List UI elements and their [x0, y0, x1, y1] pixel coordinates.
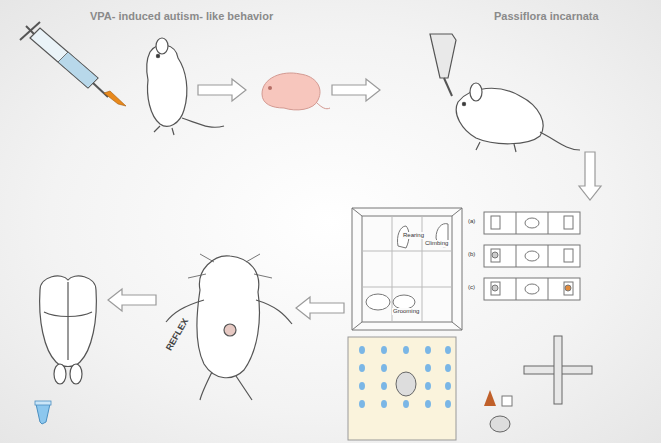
- rat-pup: [262, 73, 330, 110]
- panel-letter: (c): [468, 284, 475, 291]
- sample-tube: [35, 401, 51, 424]
- behavior-label: Rearing: [402, 232, 425, 239]
- panel-heading: Passiflora incarnata: [494, 10, 599, 22]
- flow-arrow: [332, 79, 380, 101]
- flow-arrow: [296, 297, 344, 319]
- hole-board-arena: [348, 337, 456, 440]
- behavior-label: Grooming: [392, 308, 420, 315]
- panel-heading: VPA- induced autism- like behavior: [90, 10, 273, 22]
- flow-arrow: [198, 79, 246, 101]
- drinking-mouse: [430, 34, 580, 152]
- novel-objects: [484, 390, 512, 432]
- reflex-label: REFLEX: [165, 317, 191, 353]
- behavior-label: Climbing: [424, 240, 449, 247]
- panel-letter: (b): [468, 251, 475, 258]
- rat-brain: [40, 276, 97, 384]
- three-chamber-test: [484, 212, 580, 300]
- flow-arrow: [108, 289, 156, 311]
- flow-arrow: [579, 152, 601, 200]
- syringe: [20, 22, 126, 106]
- panel-letter: (a): [468, 218, 475, 225]
- plus-maze: [524, 336, 592, 404]
- open-field-arena: [352, 208, 462, 330]
